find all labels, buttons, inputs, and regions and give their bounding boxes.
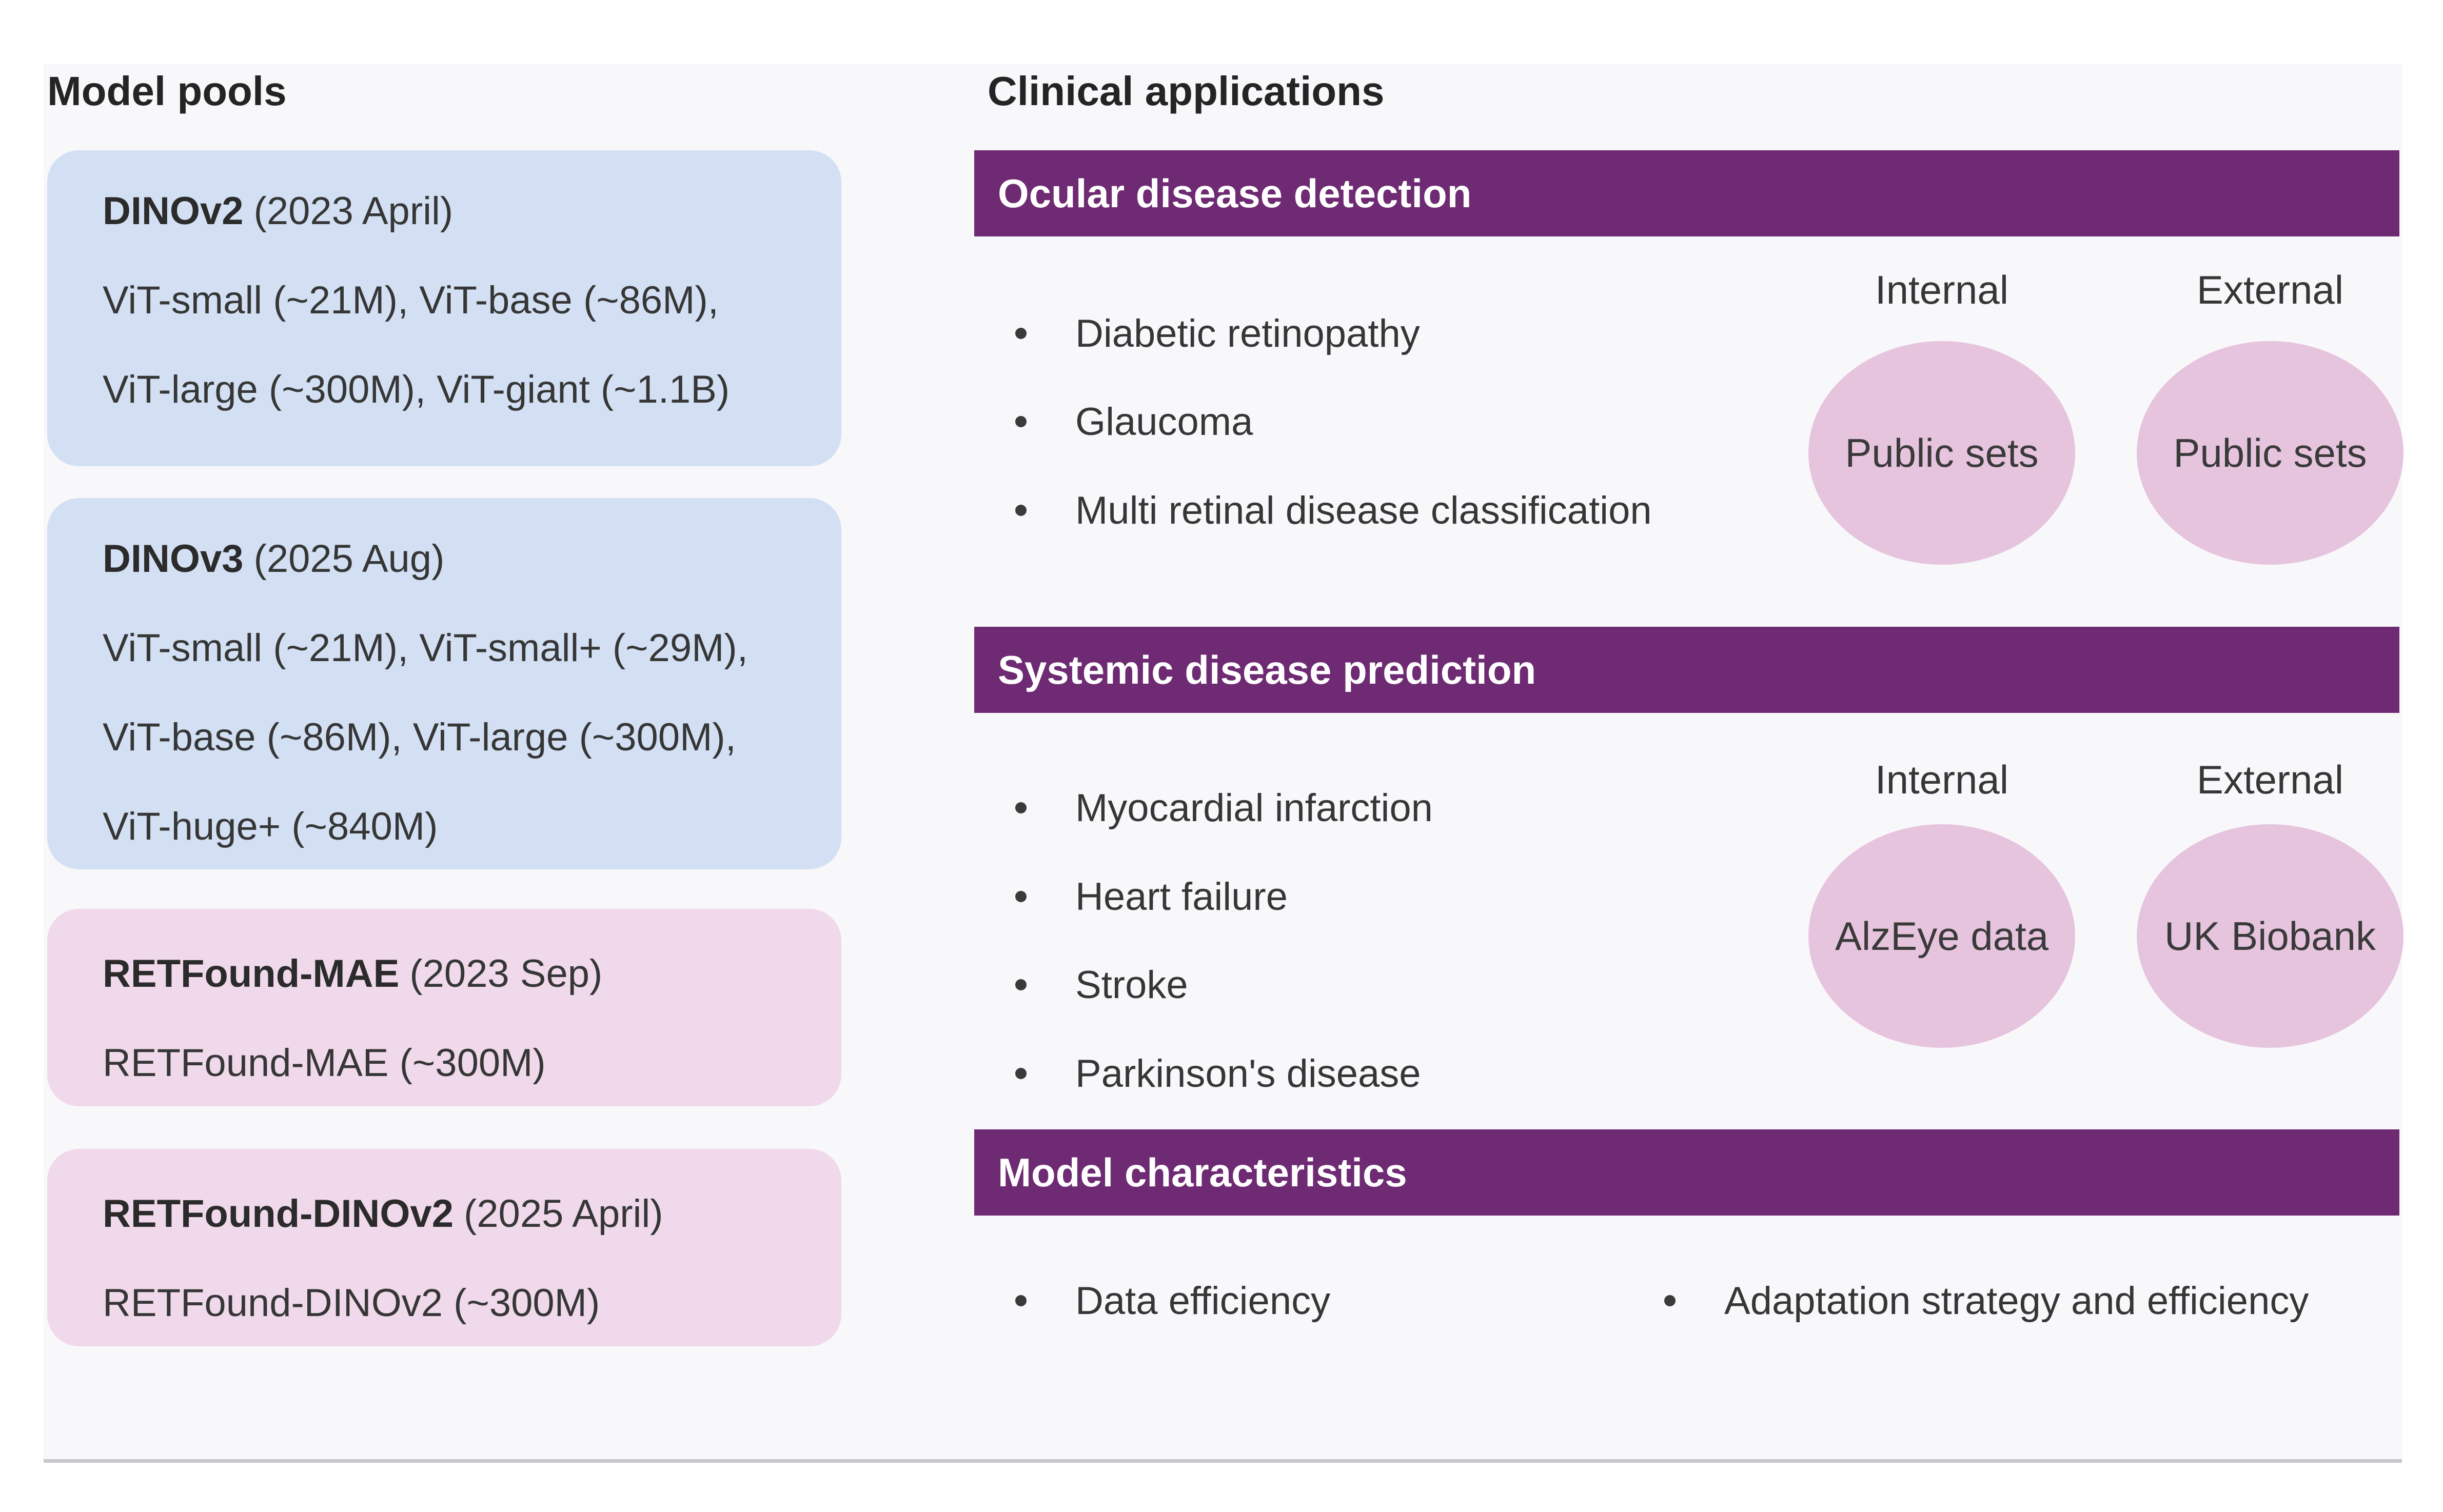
model-variants-line: RETFound-DINOv2 (~300M) (103, 1281, 600, 1325)
bullet-label: Stroke (1075, 963, 1188, 1007)
model-box-title-line: RETFound-DINOv2(2025 April) (103, 1169, 821, 1259)
model-pools-title: Model pools (47, 68, 287, 114)
section-header-systemic-disease-prediction: Systemic disease prediction (974, 627, 2399, 713)
dataset-label: Public sets (2173, 430, 2367, 475)
bullet-label: Multi retinal disease classification (1075, 488, 1652, 532)
bullet-icon (1015, 1295, 1027, 1306)
internal-label-ocular: Internal (1875, 267, 2009, 312)
model-name: DINOv3 (103, 537, 244, 581)
model-variants-line: ViT-small (~21M), ViT-small+ (~29M), (103, 626, 748, 670)
internal-label-systemic: Internal (1875, 757, 2009, 802)
clinical-applications-title: Clinical applications (988, 68, 1385, 114)
model-box-retfound-dinov2: RETFound-DINOv2(2025 April) RETFound-DIN… (47, 1149, 841, 1346)
dataset-label: UK Biobank (2164, 913, 2376, 959)
section-header-label: Systemic disease prediction (998, 647, 1536, 692)
bullet-myocardial-infarction: Myocardial infarction (1015, 777, 1433, 839)
bullet-icon (1015, 891, 1027, 902)
external-label-ocular: External (2196, 267, 2344, 312)
bullet-label: Glaucoma (1075, 400, 1253, 444)
external-dataset-ellipse-ocular: Public sets (2137, 341, 2403, 565)
model-box-title-line: RETFound-MAE(2023 Sep) (103, 929, 821, 1019)
bullet-icon (1015, 328, 1027, 339)
bullet-label: Heart failure (1075, 874, 1288, 919)
bullet-glaucoma: Glaucoma (1015, 391, 1253, 452)
model-variants-line: ViT-large (~300M), ViT-giant (~1.1B) (103, 368, 730, 411)
bullet-icon (1664, 1295, 1676, 1306)
bullet-multi-retinal-disease: Multi retinal disease classification (1015, 480, 1652, 541)
model-box-dinov2: DINOv2(2023 April) ViT-small (~21M), ViT… (47, 150, 841, 466)
bullet-heart-failure: Heart failure (1015, 866, 1288, 927)
internal-dataset-ellipse-ocular: Public sets (1808, 341, 2075, 565)
bullet-parkinsons-disease: Parkinson's disease (1015, 1043, 1421, 1104)
model-name: DINOv2 (103, 189, 244, 233)
bullet-icon (1015, 979, 1027, 990)
figure-canvas: Model pools DINOv2(2023 April) ViT-small… (44, 64, 2403, 1463)
bullet-label: Parkinson's disease (1075, 1051, 1421, 1096)
dataset-label: Public sets (1845, 430, 2039, 475)
dataset-label: AlzEye data (1835, 913, 2049, 959)
bullet-stroke: Stroke (1015, 954, 1188, 1016)
section-header-label: Ocular disease detection (998, 170, 1472, 216)
external-dataset-ellipse-systemic: UK Biobank (2137, 824, 2403, 1048)
model-date: (2025 April) (463, 1192, 663, 1236)
bullet-data-efficiency: Data efficiency (1015, 1270, 1330, 1331)
model-box-dinov3: DINOv3(2025 Aug) ViT-small (~21M), ViT-s… (47, 498, 841, 869)
model-variants-line: RETFound-MAE (~300M) (103, 1041, 546, 1085)
model-date: (2025 Aug) (253, 537, 445, 581)
internal-dataset-ellipse-systemic: AlzEye data (1808, 824, 2075, 1048)
bullet-label: Myocardial infarction (1075, 786, 1433, 830)
bullet-icon (1015, 505, 1027, 516)
model-box-retfound-mae: RETFound-MAE(2023 Sep) RETFound-MAE (~30… (47, 909, 841, 1106)
model-name: RETFound-MAE (103, 952, 400, 996)
bullet-icon (1015, 416, 1027, 427)
bullet-label: Adaptation strategy and efficiency (1724, 1279, 2309, 1323)
bullet-icon (1015, 802, 1027, 813)
model-variants-line: ViT-small (~21M), ViT-base (~86M), (103, 278, 719, 322)
model-date: (2023 Sep) (409, 952, 603, 996)
external-label-systemic: External (2196, 757, 2344, 802)
bullet-diabetic-retinopathy: Diabetic retinopathy (1015, 303, 1420, 364)
model-variants-line: ViT-base (~86M), ViT-large (~300M), (103, 715, 736, 759)
model-date: (2023 April) (253, 189, 454, 233)
section-header-ocular-disease-detection: Ocular disease detection (974, 150, 2399, 236)
model-name: RETFound-DINOv2 (103, 1192, 454, 1236)
section-header-label: Model characteristics (998, 1149, 1407, 1195)
bullet-label: Data efficiency (1075, 1279, 1331, 1323)
model-variants-line: ViT-huge+ (~840M) (103, 805, 438, 848)
bullet-icon (1015, 1068, 1027, 1079)
section-header-model-characteristics: Model characteristics (974, 1129, 2399, 1216)
model-box-title-line: DINOv2(2023 April) (103, 167, 821, 256)
bullet-adaptation-strategy: Adaptation strategy and efficiency (1664, 1270, 2309, 1331)
bullet-label: Diabetic retinopathy (1075, 311, 1420, 355)
model-box-title-line: DINOv3(2025 Aug) (103, 514, 821, 604)
